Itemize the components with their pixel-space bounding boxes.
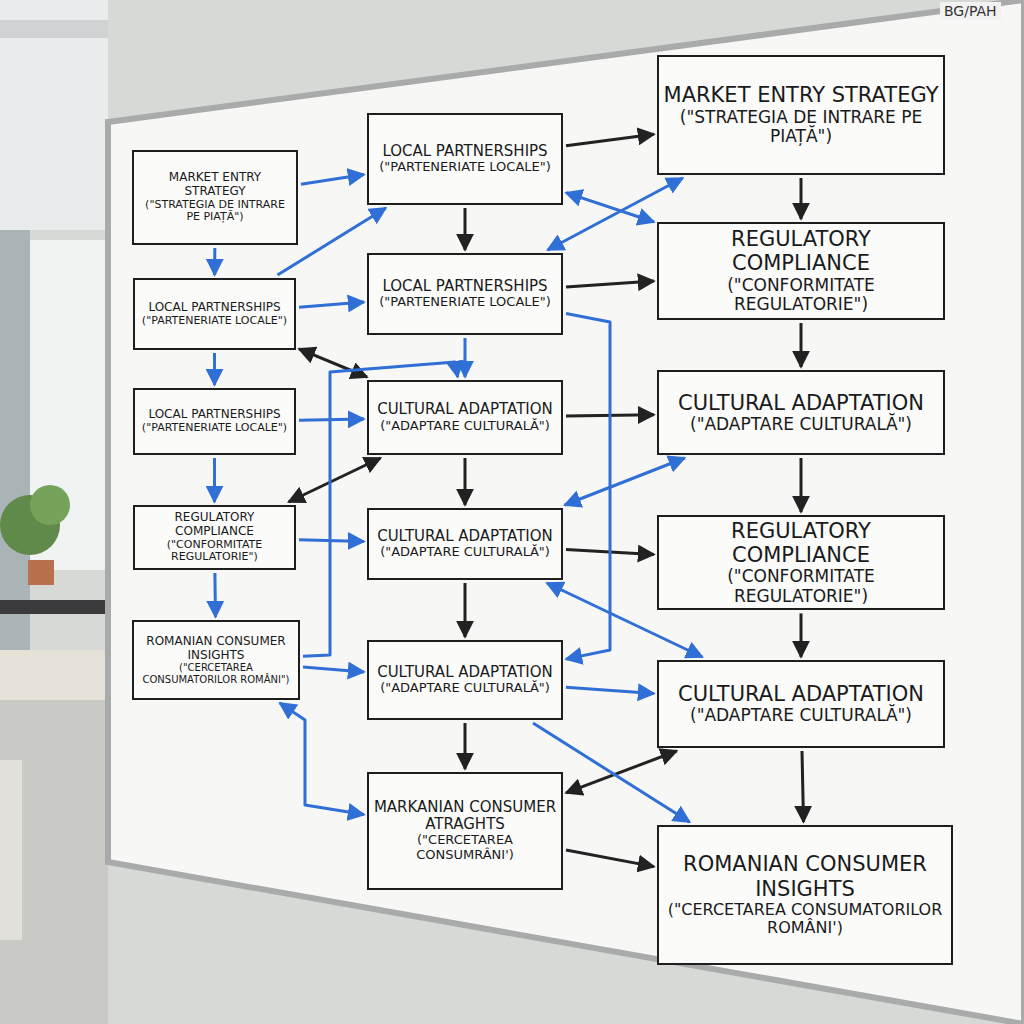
connector-arrow <box>566 850 654 867</box>
box-title: ROMANIAN CONSUMER INSIGHTS <box>138 635 294 663</box>
process-box: CULTURAL ADAPTATION("ADAPTARE CULTURALĂ"… <box>657 660 945 748</box>
process-box: CULTURAL ADAPTATION("ADAPTARE CULTURALĂ"… <box>367 640 563 720</box>
box-title: LOCAL PARTNERSHIPS <box>148 408 280 422</box>
connector-arrow <box>289 458 381 502</box>
box-title: CULTURAL ADAPTATION <box>377 401 553 418</box>
box-subtitle: ("ADAPTARE CULTURALĂ") <box>380 545 550 560</box>
connector-arrow <box>299 349 367 377</box>
box-title: CULTURAL ADAPTATION <box>377 528 553 545</box>
box-subtitle: ("ADAPTARE CULTURALĂ") <box>380 419 550 434</box>
box-title: REGULATORY COMPLIANCE <box>663 519 939 567</box>
connector-arrow <box>299 419 364 420</box>
process-box: REGULATORY COMPLIANCE("CONFORMITATE REGU… <box>657 515 945 610</box>
process-box: LOCAL PARTNERSHIPS("PARTENERIATE LOCALE"… <box>133 278 296 350</box>
box-subtitle: ("CONFORMITATE REGULATORIE") <box>663 276 939 315</box>
box-title: CULTURAL ADAPTATION <box>678 391 924 415</box>
box-title: LOCAL PARTNERSHIPS <box>382 278 547 295</box>
connector-arrow <box>464 338 467 377</box>
process-box: REGULATORY COMPLIANCE("CONFORMITATE REGU… <box>133 505 296 570</box>
box-subtitle: ("STRATEGIA DE INTRARE PE PIAȚĂ") <box>138 199 292 224</box>
watermark-label: BG/PAH <box>940 2 1001 20</box>
process-box: LOCAL PARTNERSHIPS("PARTENERIATE LOCALE"… <box>367 113 563 205</box>
box-subtitle: ("CERCETAREA CONSUMATORILOR ROMÂNI") <box>138 662 294 685</box>
process-box: MARKET ENTRY STRATEGY("STRATEGIA DE INTR… <box>657 55 945 175</box>
connector-arrow <box>566 550 654 555</box>
box-subtitle: ("CONFORMITATE REGULATORIE") <box>663 567 939 606</box>
box-title: REGULATORY COMPLIANCE <box>139 511 290 539</box>
connector-arrow <box>566 193 654 222</box>
box-subtitle: ("STRATEGIA DE INTRARE PE PIAȚĂ") <box>663 108 939 147</box>
connector-arrow <box>213 248 216 275</box>
box-subtitle: ("CONFORMITATE REGULATORIE") <box>139 539 290 564</box>
process-box: ROMANIAN CONSUMER INSIGHTS("CERCETAREA C… <box>657 825 953 965</box>
connector-arrow <box>464 458 467 505</box>
connector-arrow <box>213 458 216 502</box>
connector-arrow <box>800 323 803 367</box>
process-box: LOCAL PARTNERSHIPS("PARTENERIATE LOCALE"… <box>367 253 563 335</box>
box-title: LOCAL PARTNERSHIPS <box>148 301 280 315</box>
connector-arrow <box>800 613 803 657</box>
box-subtitle: ("CERCETAREA CONSUMRÂNI') <box>373 833 557 863</box>
connector-arrow <box>464 723 467 769</box>
connector-arrow <box>566 415 654 416</box>
box-subtitle: ("ADAPTARE CULTURALĂ") <box>690 706 912 726</box>
connector-arrow <box>800 458 803 512</box>
connector-arrow <box>280 703 364 815</box>
box-title: CULTURAL ADAPTATION <box>678 682 924 706</box>
process-box: MARKANIAN CONSUMER ATRAGHTS("CERCETAREA … <box>367 772 563 890</box>
connector-arrow <box>464 583 467 637</box>
box-subtitle: ("ADAPTARE CULTURALĂ") <box>690 415 912 435</box>
process-box: MARKET ENTRY STRATEGY("STRATEGIA DE INTR… <box>132 150 298 245</box>
box-title: CULTURAL ADAPTATION <box>377 664 553 681</box>
box-subtitle: ("PARTENERIATE LOCALE") <box>379 160 551 175</box>
connector-arrow <box>213 353 216 385</box>
process-box: LOCAL PARTNERSHIPS("PARTENERIATE LOCALE"… <box>133 388 296 455</box>
process-box: REGULATORY COMPLIANCE("CONFORMITATE REGU… <box>657 222 945 320</box>
connector-arrow <box>464 208 467 250</box>
box-title: REGULATORY COMPLIANCE <box>663 227 939 275</box>
box-subtitle: ("ADAPTARE CULTURALĂ") <box>380 681 550 696</box>
process-box: CULTURAL ADAPTATION("ADAPTARE CULTURALĂ"… <box>367 508 563 580</box>
process-box: CULTURAL ADAPTATION("ADAPTARE CULTURALĂ"… <box>367 380 563 455</box>
connector-arrow <box>565 458 685 505</box>
box-subtitle: ("CERCETAREA CONSUMATORILOR ROMÂNI') <box>663 901 947 938</box>
box-subtitle: ("PARTENERIATE LOCALE") <box>379 295 551 310</box>
connector-arrow <box>566 281 654 287</box>
connector-arrow <box>303 667 364 672</box>
box-title: MARKANIAN CONSUMER ATRAGHTS <box>373 799 557 834</box>
connector-arrow <box>802 751 804 822</box>
connector-arrow <box>213 573 217 617</box>
connector-arrow <box>566 687 654 693</box>
box-title: ROMANIAN CONSUMER INSIGHTS <box>663 852 947 900</box>
process-box: CULTURAL ADAPTATION("ADAPTARE CULTURALĂ"… <box>657 370 945 455</box>
box-title: MARKET ENTRY STRATEGY <box>664 83 939 107</box>
connector-arrow <box>299 302 364 307</box>
connector-arrow <box>566 751 677 793</box>
box-title: MARKET ENTRY STRATEGY <box>138 171 292 199</box>
box-title: LOCAL PARTNERSHIPS <box>382 143 547 160</box>
box-subtitle: ("PARTENERIATE LOCALE") <box>142 422 287 435</box>
connector-arrow <box>301 175 364 185</box>
connector-arrow <box>800 178 803 219</box>
process-box: ROMANIAN CONSUMER INSIGHTS("CERCETAREA C… <box>132 620 300 700</box>
connector-arrow <box>566 314 610 660</box>
connector-arrow <box>566 134 654 146</box>
box-subtitle: ("PARTENERIATE LOCALE") <box>142 315 287 328</box>
connector-arrow <box>299 540 364 542</box>
